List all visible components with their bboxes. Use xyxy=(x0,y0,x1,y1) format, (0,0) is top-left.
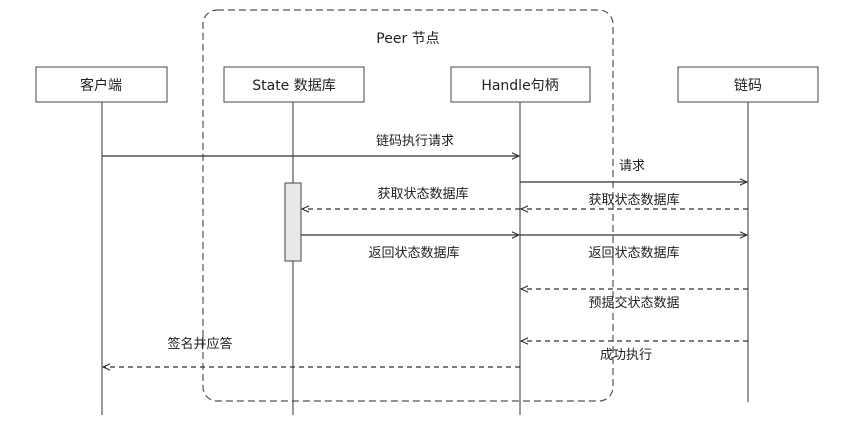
msg-6-label: 返回状态数据库 xyxy=(588,245,679,261)
peer-node-title: Peer 节点 xyxy=(376,31,439,47)
participant-handle-label: Handle句柄 xyxy=(481,78,558,94)
participant-chaincode: 链码 xyxy=(677,66,819,103)
msg-9-label: 签名并应答 xyxy=(167,336,232,352)
participant-client: 客户端 xyxy=(35,66,168,103)
participant-client-label: 客户端 xyxy=(80,77,122,94)
msg-2-label: 请求 xyxy=(619,159,645,174)
msg-4-label: 获取状态数据库 xyxy=(377,186,468,202)
msg-3-label: 获取状态数据库 xyxy=(588,192,679,208)
msg-1-label: 链码执行请求 xyxy=(376,134,454,149)
msg-5-label: 返回状态数据库 xyxy=(368,245,459,261)
state-activation-bar xyxy=(284,182,302,262)
msg-7-label: 预提交状态数据 xyxy=(588,295,679,311)
peer-node-frame xyxy=(202,9,614,402)
msg-8-label: 成功执行 xyxy=(600,348,652,363)
participant-handle: Handle句柄 xyxy=(450,66,591,103)
participant-chaincode-label: 链码 xyxy=(734,78,762,94)
participant-state: State 数据库 xyxy=(223,66,365,103)
participant-state-label: State 数据库 xyxy=(252,78,336,94)
